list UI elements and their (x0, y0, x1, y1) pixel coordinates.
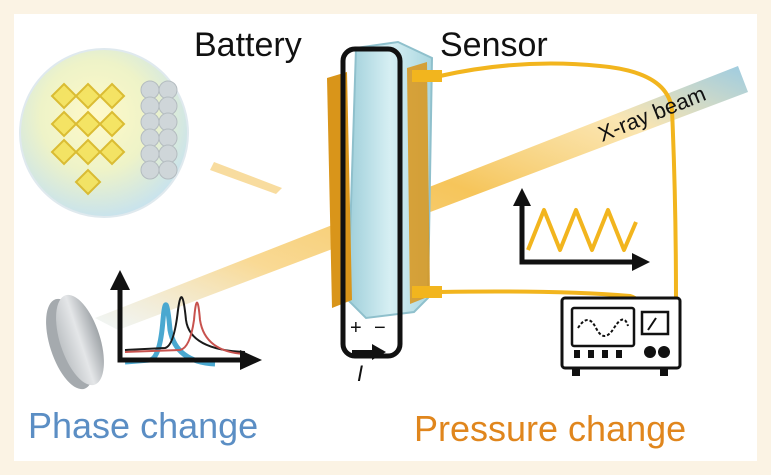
current-label: I (357, 361, 363, 386)
diffraction-peak-plot (110, 270, 262, 370)
xray-beam-label: X-ray beam (595, 81, 710, 147)
battery-minus: − (374, 317, 386, 339)
oscilloscope-icon (560, 296, 682, 376)
battery-plus: + (350, 317, 362, 339)
phase-change-label: Phase change (28, 405, 258, 446)
battery-outline (340, 46, 403, 359)
sensor-label: Sensor (440, 26, 548, 64)
peak-red (124, 301, 246, 355)
peak-blue (124, 302, 216, 367)
detector-disk-icon (46, 294, 104, 390)
peak-plot-y-arrow (110, 270, 130, 290)
pressure-wave-plot (513, 188, 650, 271)
pressure-wave (526, 208, 638, 252)
peak-black (124, 296, 246, 353)
pouch-cell: + − I (327, 40, 434, 386)
current-arrowhead (372, 344, 386, 360)
wave-plot-y-arrow (513, 188, 531, 206)
wave-plot-x-arrow (632, 253, 650, 271)
sensor-contact-bottom (412, 286, 442, 298)
wave-plot-axes (519, 200, 640, 265)
battery-label: Battery (194, 26, 302, 64)
peak-plot-axes (117, 283, 248, 363)
electrode-left (327, 72, 352, 308)
sensor-contact-top (412, 70, 442, 82)
beam-glow-near-lens (210, 162, 282, 194)
peak-plot-x-arrow (240, 350, 262, 370)
crystal-lattice-icon (19, 48, 189, 218)
sensor-wire-top (439, 61, 678, 301)
pressure-change-label: Pressure change (414, 408, 686, 449)
electrode-right (407, 62, 430, 304)
